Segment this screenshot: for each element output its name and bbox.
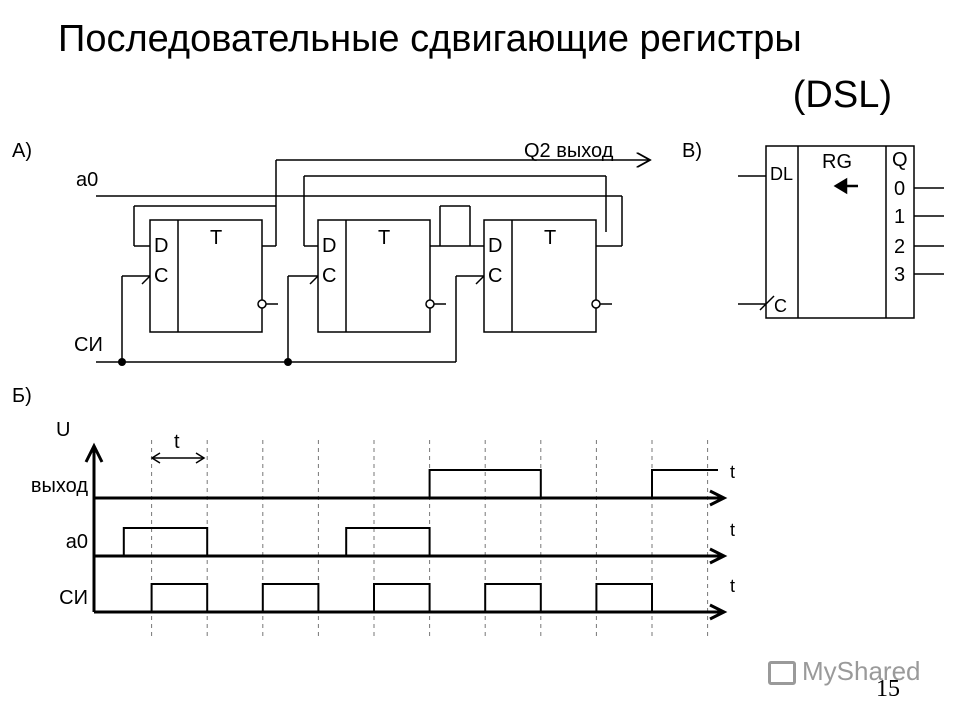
register-output-2: 2 [894, 236, 905, 258]
flipflop-3: D C T [483, 219, 601, 333]
page-number: 15 [876, 676, 900, 702]
flipflop-1: D C T [149, 219, 267, 333]
timing-interval-label: t [174, 431, 180, 453]
register-output-0: 0 [894, 178, 905, 200]
register-title: RG [822, 151, 852, 173]
flipflop-2-d: D [322, 235, 336, 257]
slide-title-line1: Последовательные сдвигающие регистры [58, 18, 802, 60]
timing-traces: выход t а0 tСИ t [31, 462, 735, 621]
timing-pulse [651, 469, 718, 498]
flipflop-2-t: T [378, 227, 390, 249]
timing-signal-label: а0 [66, 531, 88, 553]
timing-label: Б) [12, 385, 32, 407]
presentation-icon [768, 661, 796, 686]
timing-interval-marker: t [150, 431, 206, 464]
clock-label: СИ [74, 334, 103, 356]
timing-time-label: t [730, 462, 735, 482]
timing-u-label: U [56, 419, 70, 441]
timing-time-label: t [730, 576, 735, 596]
schematic-junctions [118, 358, 292, 366]
shift-left-arrow-icon [833, 177, 858, 195]
register-q-header: Q [892, 149, 908, 171]
schematic-label: А) [12, 140, 32, 162]
flipflop-1-t: T [210, 227, 222, 249]
watermark-text: MyShared [802, 656, 921, 686]
flipflop-1-d: D [154, 235, 168, 257]
register-output-1: 1 [894, 206, 905, 228]
timing-pulse [345, 527, 431, 556]
timing-pulse [150, 583, 209, 612]
watermark-logo: MyShared [768, 656, 921, 687]
timing-pulse [595, 583, 653, 612]
timing-signal-label: СИ [59, 587, 88, 609]
symbol-label: В) [682, 140, 702, 162]
timing-pulse [484, 583, 542, 612]
output-q2-label: Q2 выход [524, 140, 614, 162]
register-dl-pin: DL [770, 164, 793, 184]
timing-axis-arrow-icon [709, 489, 728, 507]
timing-pulse [428, 469, 542, 498]
slide-title-line2: (DSL) [792, 74, 892, 116]
timing-u-axis-arrow-icon [84, 442, 104, 463]
input-a0-label: a0 [76, 169, 98, 191]
timing-axis-arrow-icon [709, 603, 728, 621]
register-symbol: RG DL C Q 0 1 2 3 [738, 145, 944, 319]
flipflop-1-c: C [154, 265, 168, 287]
timing-pulse [373, 583, 431, 612]
register-c-pin: C [774, 296, 787, 316]
timing-axis-arrow-icon [709, 547, 728, 565]
flipflop-3-d: D [488, 235, 502, 257]
flipflop-3-t: T [544, 227, 556, 249]
timing-pulse [122, 527, 209, 556]
flipflop-3-c: C [488, 265, 502, 287]
flipflop-2: D C T [317, 219, 435, 333]
flipflop-2-c: C [322, 265, 336, 287]
schematic-wires [96, 160, 650, 363]
register-output-3: 3 [894, 264, 905, 286]
timing-time-label: t [730, 520, 735, 540]
timing-pulse [261, 583, 320, 612]
timing-signal-label: выход [31, 475, 88, 497]
